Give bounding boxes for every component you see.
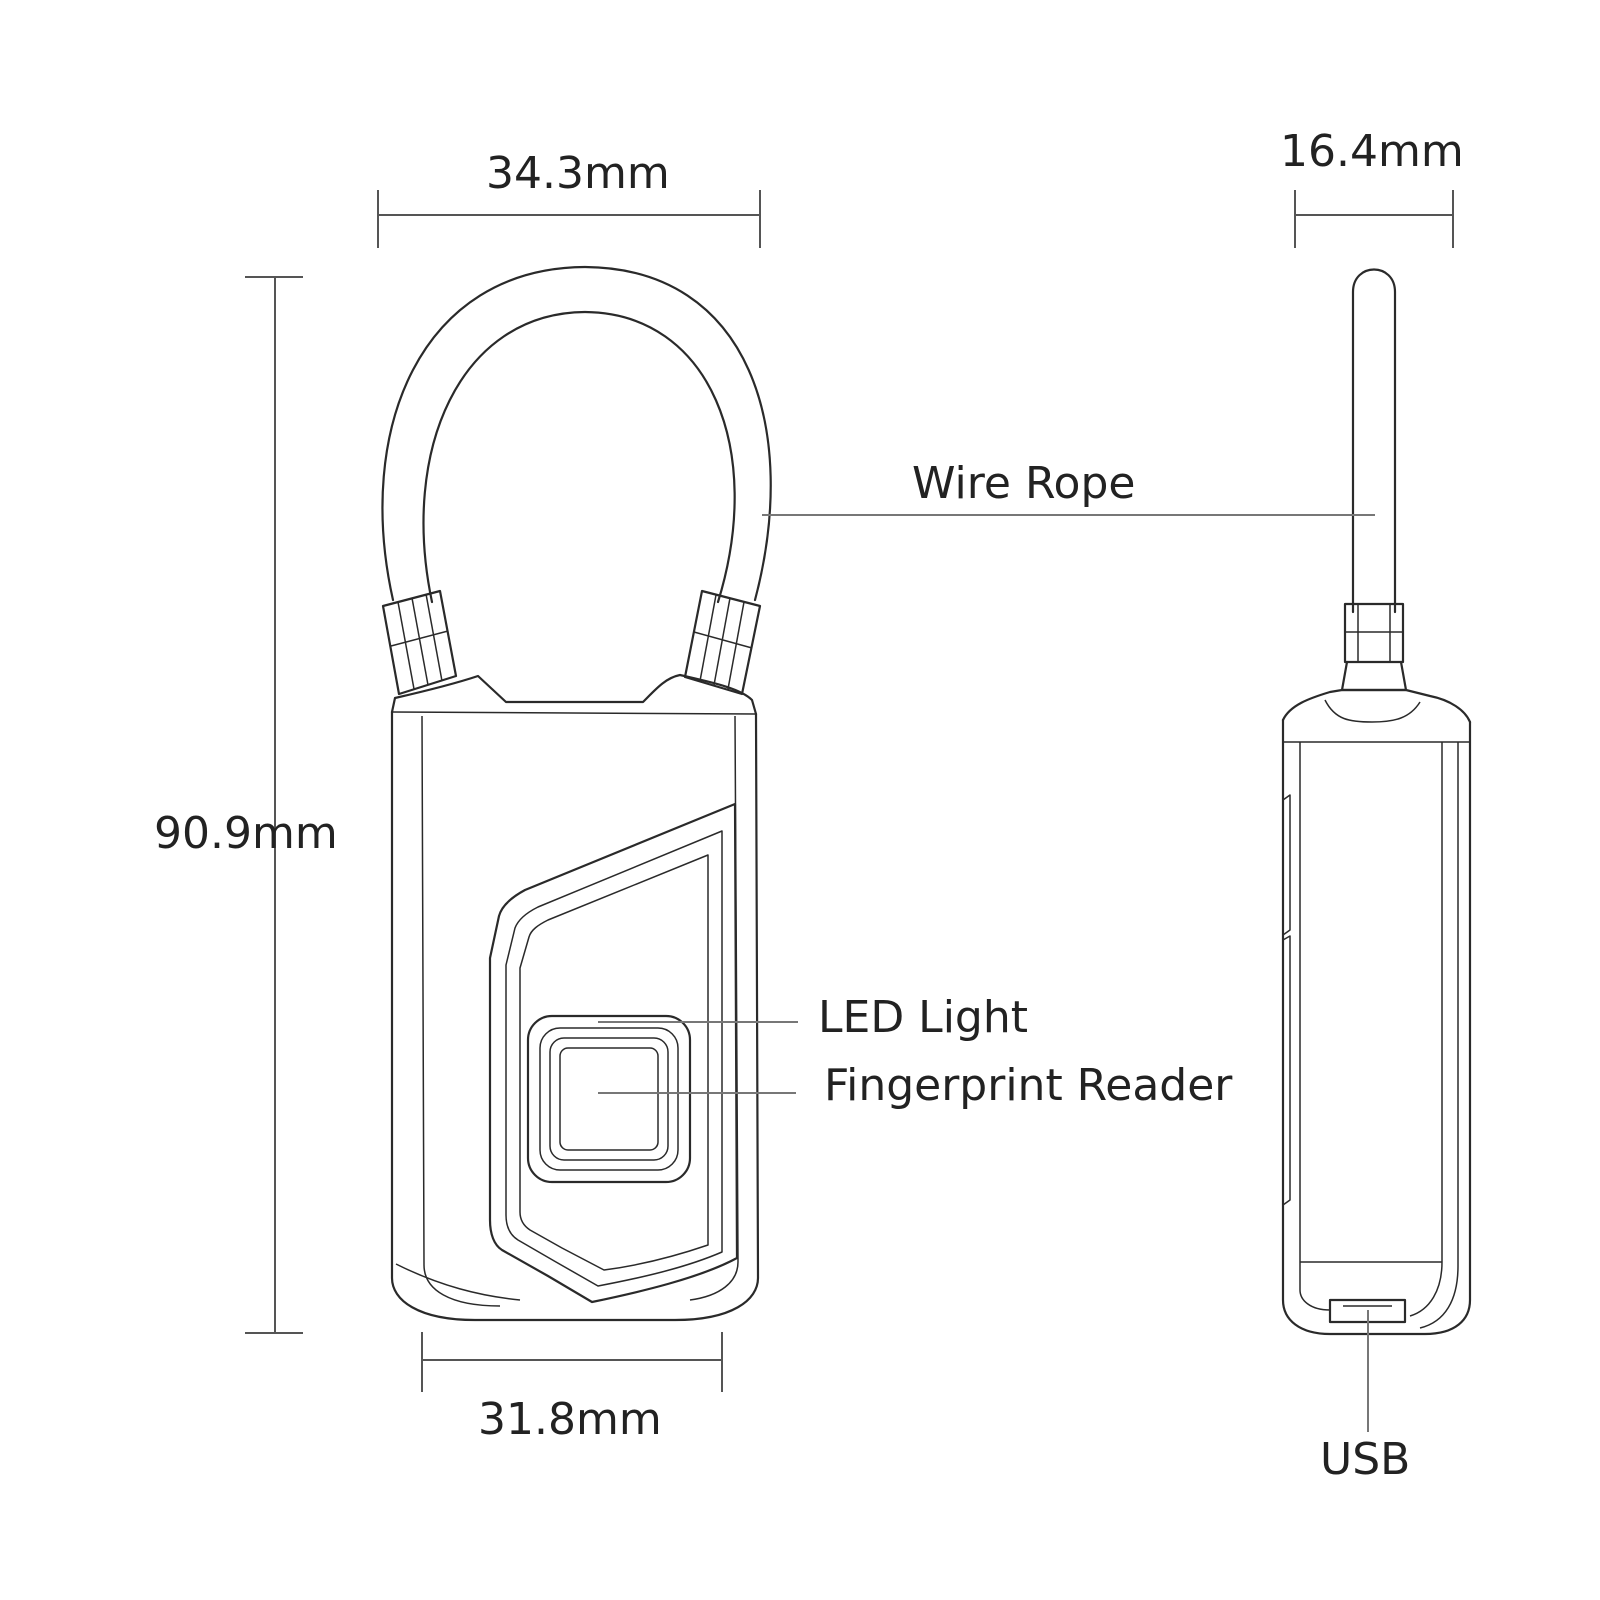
dimension-label-side-depth: 16.4mm [1280, 126, 1464, 177]
callout-usb: USB [1320, 1434, 1411, 1485]
callout-led-light: LED Light [818, 992, 1028, 1043]
dimension-label-bottom-width: 31.8mm [478, 1394, 662, 1445]
dimension-bottom-width [421, 1332, 723, 1392]
front-panel [488, 802, 739, 1304]
dimension-label-top-width: 34.3mm [486, 148, 670, 199]
dimension-label-height: 90.9mm [154, 808, 338, 859]
side-ferrule [1340, 602, 1408, 692]
dimension-height [245, 276, 303, 1334]
lock-body [390, 710, 760, 1322]
side-body [1281, 718, 1472, 1336]
front-view [381, 265, 772, 1322]
left-ferrule [381, 589, 458, 696]
side-wire-rope [1351, 268, 1397, 614]
dimension-side-depth [1294, 190, 1454, 248]
callout-fingerprint-reader: Fingerprint Reader [824, 1060, 1233, 1111]
wire-rope-shackle-inner [422, 310, 736, 604]
top-cap [390, 673, 758, 716]
callout-wire-rope: Wire Rope [912, 458, 1136, 509]
wire-rope-shackle [381, 265, 772, 602]
fingerprint-reader [526, 1014, 692, 1184]
dimension-top-width [377, 190, 761, 248]
side-view [1281, 268, 1472, 1336]
